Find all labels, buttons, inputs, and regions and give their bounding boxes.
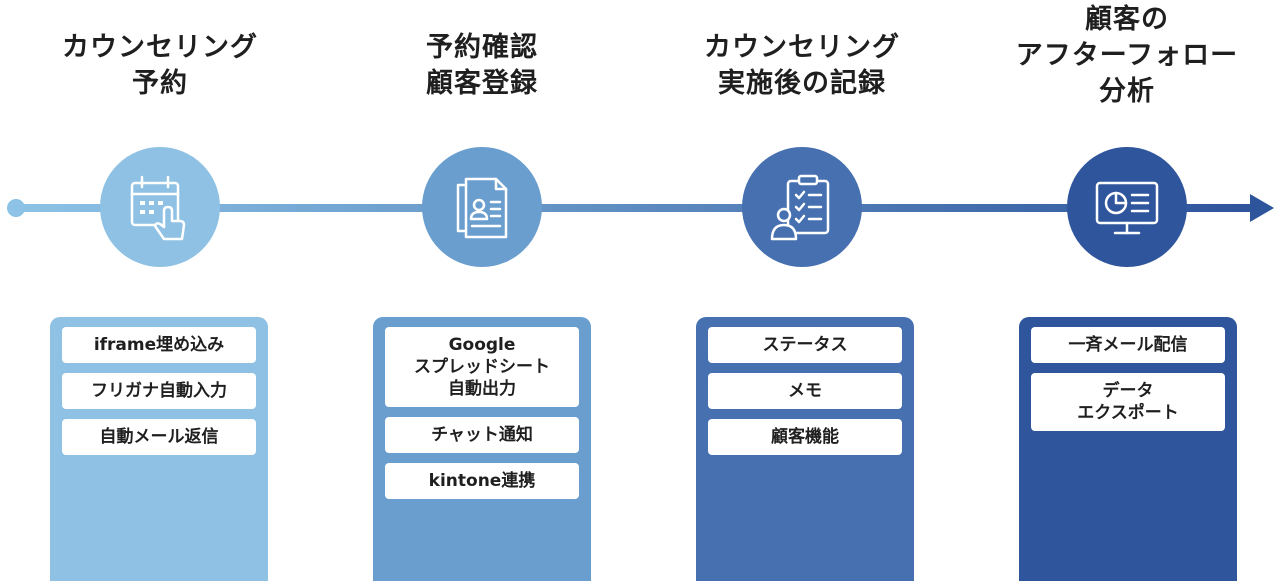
document-id-card-icon	[456, 177, 508, 239]
stage-3-circle	[742, 147, 862, 267]
stage-2-title: 予約確認 顧客登録	[426, 32, 538, 99]
feature-item: iframe埋め込み	[62, 327, 256, 363]
feature-item: Google スプレッドシート 自動出力	[385, 327, 579, 407]
feature-item: 一斉メール配信	[1031, 327, 1225, 363]
feature-item: メモ	[708, 373, 902, 409]
stage-4-card: 一斉メール配信 データ エクスポート	[1019, 317, 1237, 581]
feature-item: フリガナ自動入力	[62, 373, 256, 409]
calendar-touch-icon	[130, 175, 186, 241]
feature-item: データ エクスポート	[1031, 373, 1225, 431]
stage-3-card: ステータス メモ 顧客機能	[696, 317, 914, 581]
feature-item: チャット通知	[385, 417, 579, 453]
monitor-pie-chart-icon	[1095, 181, 1159, 235]
feature-item: 顧客機能	[708, 419, 902, 455]
stage-4-title: 顧客の アフターフォロー 分析	[1015, 4, 1239, 107]
timeline-arrowhead	[1250, 194, 1274, 222]
stage-1-circle	[100, 147, 220, 267]
stage-2-card: Google スプレッドシート 自動出力 チャット通知 kintone連携	[373, 317, 591, 581]
feature-item: 自動メール返信	[62, 419, 256, 455]
clipboard-checklist-person-icon	[770, 174, 830, 241]
stage-3-title: カウンセリング 実施後の記録	[704, 32, 900, 99]
feature-item: ステータス	[708, 327, 902, 363]
stage-1-title: カウンセリング 予約	[62, 32, 258, 99]
stage-1-card: iframe埋め込み フリガナ自動入力 自動メール返信	[50, 317, 268, 581]
stage-2-circle	[422, 147, 542, 267]
feature-item: kintone連携	[385, 463, 579, 499]
stage-4-circle	[1067, 147, 1187, 267]
timeline-line	[16, 204, 1251, 212]
